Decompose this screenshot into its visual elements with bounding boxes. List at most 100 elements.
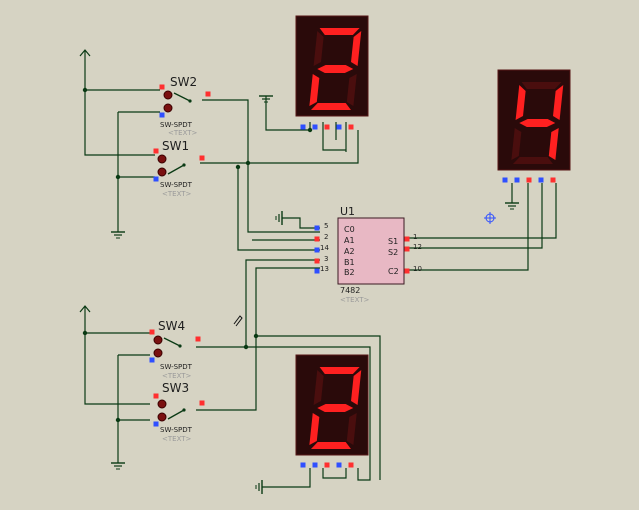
seven-segment-display-bottom[interactable] <box>295 354 369 456</box>
wire <box>404 183 557 239</box>
chip-pin-number: 5 <box>324 222 328 230</box>
switch-name-label: SW4 <box>158 319 185 333</box>
pin-marker <box>314 268 320 274</box>
pin-marker <box>538 177 544 183</box>
chip-pin-name: A2 <box>344 247 355 256</box>
pin-marker <box>348 124 354 130</box>
seven-segment-display-top[interactable] <box>295 15 369 117</box>
switch-sw2[interactable]: SW2 SW-SPDT <TEXT> <box>160 75 198 137</box>
pin-marker <box>404 236 410 242</box>
pin-marker <box>404 268 410 274</box>
switch-pivot-icon <box>178 344 182 348</box>
switch-contact-icon <box>163 103 173 113</box>
switch-contact-icon <box>157 399 167 409</box>
junction-dot <box>115 417 121 423</box>
pin-marker <box>199 155 205 161</box>
wire <box>202 99 320 233</box>
wire <box>200 130 359 164</box>
chip-pin-name: C0 <box>344 225 355 234</box>
segment-b <box>553 85 564 120</box>
chip-pin-name: A1 <box>344 236 355 245</box>
switch-lever-icon <box>167 164 185 175</box>
display-segments <box>309 367 362 449</box>
pin-marker <box>324 462 330 468</box>
junction-dot <box>243 344 249 350</box>
pin-marker <box>300 124 306 130</box>
wire <box>237 167 320 251</box>
switch-lever-icon <box>163 337 181 347</box>
pin-marker <box>336 462 342 468</box>
display-segments <box>309 28 362 110</box>
chip-part-label: 7482 <box>340 286 360 295</box>
segment-e <box>309 413 320 445</box>
pin-marker <box>149 329 155 335</box>
switch-text-label: <TEXT> <box>162 372 192 380</box>
wire <box>282 217 320 229</box>
wire <box>265 96 311 131</box>
pin-marker <box>195 336 201 342</box>
chip-pin-number: 13 <box>320 265 329 273</box>
chip-pin-name: B2 <box>344 268 355 277</box>
pin-marker <box>159 84 165 90</box>
pin-marker <box>502 177 508 183</box>
segment-f <box>313 370 324 405</box>
switch-sw1[interactable]: SW1 SW-SPDT <TEXT> <box>160 139 193 198</box>
segment-a <box>521 82 562 89</box>
switch-text-label: <TEXT> <box>168 129 198 137</box>
chip-pin-number: 2 <box>324 233 328 241</box>
wire <box>196 267 320 411</box>
wire <box>196 259 320 348</box>
wire <box>322 468 347 479</box>
pin-marker <box>159 112 165 118</box>
wire <box>404 183 543 249</box>
chip-pin-number: 14 <box>320 244 329 252</box>
pin-marker <box>526 177 532 183</box>
pin-marker <box>300 462 306 468</box>
chip-7482[interactable]: U1 7482 <TEXT> C0 A1 A2 B1 B2 5 2 14 3 1… <box>320 205 422 304</box>
switch-contact-icon <box>157 154 167 164</box>
pin-marker <box>314 225 320 231</box>
junction-dot <box>235 164 241 170</box>
switch-lever-icon <box>173 92 191 102</box>
switch-sw4[interactable]: SW4 SW-SPDT <TEXT> <box>158 319 193 380</box>
wire <box>84 320 150 405</box>
chip-pin-number: 1 <box>413 233 417 241</box>
pencil-cursor-icon <box>233 315 243 327</box>
switch-pivot-icon <box>188 99 192 103</box>
pin-marker <box>153 393 159 399</box>
switch-pivot-icon <box>182 163 186 167</box>
switch-lever-icon <box>167 409 185 420</box>
switch-contact-icon <box>163 90 173 100</box>
pin-marker <box>153 148 159 154</box>
switch-contact-icon <box>157 412 167 422</box>
junction-dot <box>307 127 313 133</box>
pin-marker <box>153 176 159 182</box>
segment-b <box>351 31 362 66</box>
segment-d <box>512 157 553 164</box>
wire <box>84 64 155 156</box>
wire <box>246 346 371 481</box>
chip-pin-number: 3 <box>324 255 328 263</box>
switch-type-label: SW-SPDT <box>160 181 193 189</box>
segment-c <box>346 74 357 106</box>
chip-pin-number: 12 <box>413 243 422 251</box>
seven-segment-display-right[interactable] <box>497 69 571 171</box>
segment-f <box>313 31 324 66</box>
pin-marker <box>348 462 354 468</box>
wire-layer <box>84 64 557 488</box>
segment-e <box>309 74 320 106</box>
junction-dot <box>253 333 259 339</box>
chip-text-label: <TEXT> <box>340 296 370 304</box>
pin-marker <box>404 246 410 252</box>
segment-e <box>511 128 522 160</box>
switch-name-label: SW1 <box>162 139 189 153</box>
pin-marker <box>205 91 211 97</box>
switch-sw3[interactable]: SW3 SW-SPDT <TEXT> <box>160 381 193 443</box>
pin-marker <box>153 421 159 427</box>
switch-text-label: <TEXT> <box>162 435 192 443</box>
segment-d <box>310 103 351 110</box>
switch-contact-icon <box>153 348 163 358</box>
pin-marker <box>312 124 318 130</box>
wire <box>256 335 381 480</box>
